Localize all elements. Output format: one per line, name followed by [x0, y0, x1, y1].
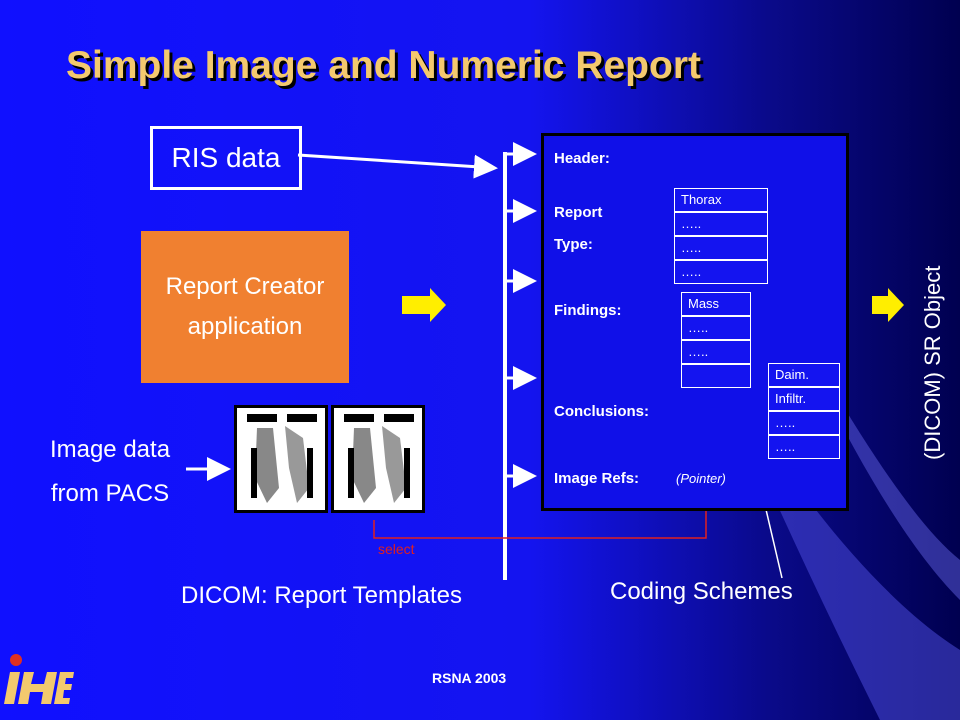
list-item: Daim.	[768, 363, 840, 387]
list-item: …..	[681, 316, 751, 340]
coding-schemes-label: Coding Schemes	[610, 578, 793, 605]
ris-data-box: RIS data	[150, 126, 302, 190]
ihe-logo-icon	[4, 654, 74, 704]
list-item: …..	[681, 340, 751, 364]
creator-line-2: application	[187, 313, 303, 340]
list-item: Thorax	[674, 188, 768, 212]
creator-line-1: Report Creator	[165, 273, 325, 300]
ihe-logo	[4, 650, 74, 710]
image-refs-label: Image Refs:	[554, 470, 640, 487]
findings-label: Findings:	[554, 302, 622, 319]
report-templates-label: DICOM: Report Templates	[181, 582, 462, 609]
list-item: …..	[674, 260, 768, 284]
findings-list: Mass ….. …..	[681, 292, 751, 388]
conclusions-label: Conclusions:	[554, 403, 650, 420]
list-item: Mass	[681, 292, 751, 316]
list-item: …..	[768, 411, 840, 435]
conclusion-list: Daim. Infiltr. ….. …..	[768, 363, 840, 459]
footer-text: RSNA 2003	[432, 670, 507, 686]
chest-xray-icon	[247, 414, 317, 503]
chest-xray-icon	[344, 414, 414, 503]
pointer-label: (Pointer)	[676, 471, 726, 486]
list-item	[681, 364, 751, 388]
select-label: select	[378, 541, 415, 557]
report-label: Report	[554, 204, 603, 221]
header-label: Header:	[554, 150, 610, 167]
list-item: Infiltr.	[768, 387, 840, 411]
page-title: Simple Image and Numeric Report	[66, 44, 701, 87]
xray-image-1	[234, 405, 328, 513]
image-data-line-2: from PACS	[50, 480, 170, 507]
type-label: Type:	[554, 236, 593, 253]
type-list: Thorax ….. ….. …..	[674, 188, 768, 284]
sr-object-label: (DICOM) SR Object	[920, 265, 945, 460]
list-item: …..	[674, 236, 768, 260]
image-data-label: Image data from PACS	[30, 428, 190, 516]
xray-image-2	[331, 405, 425, 513]
image-data-line-1: Image data	[49, 436, 171, 463]
report-creator-box: Report Creator application	[141, 231, 349, 383]
list-item: …..	[674, 212, 768, 236]
list-item: …..	[768, 435, 840, 459]
